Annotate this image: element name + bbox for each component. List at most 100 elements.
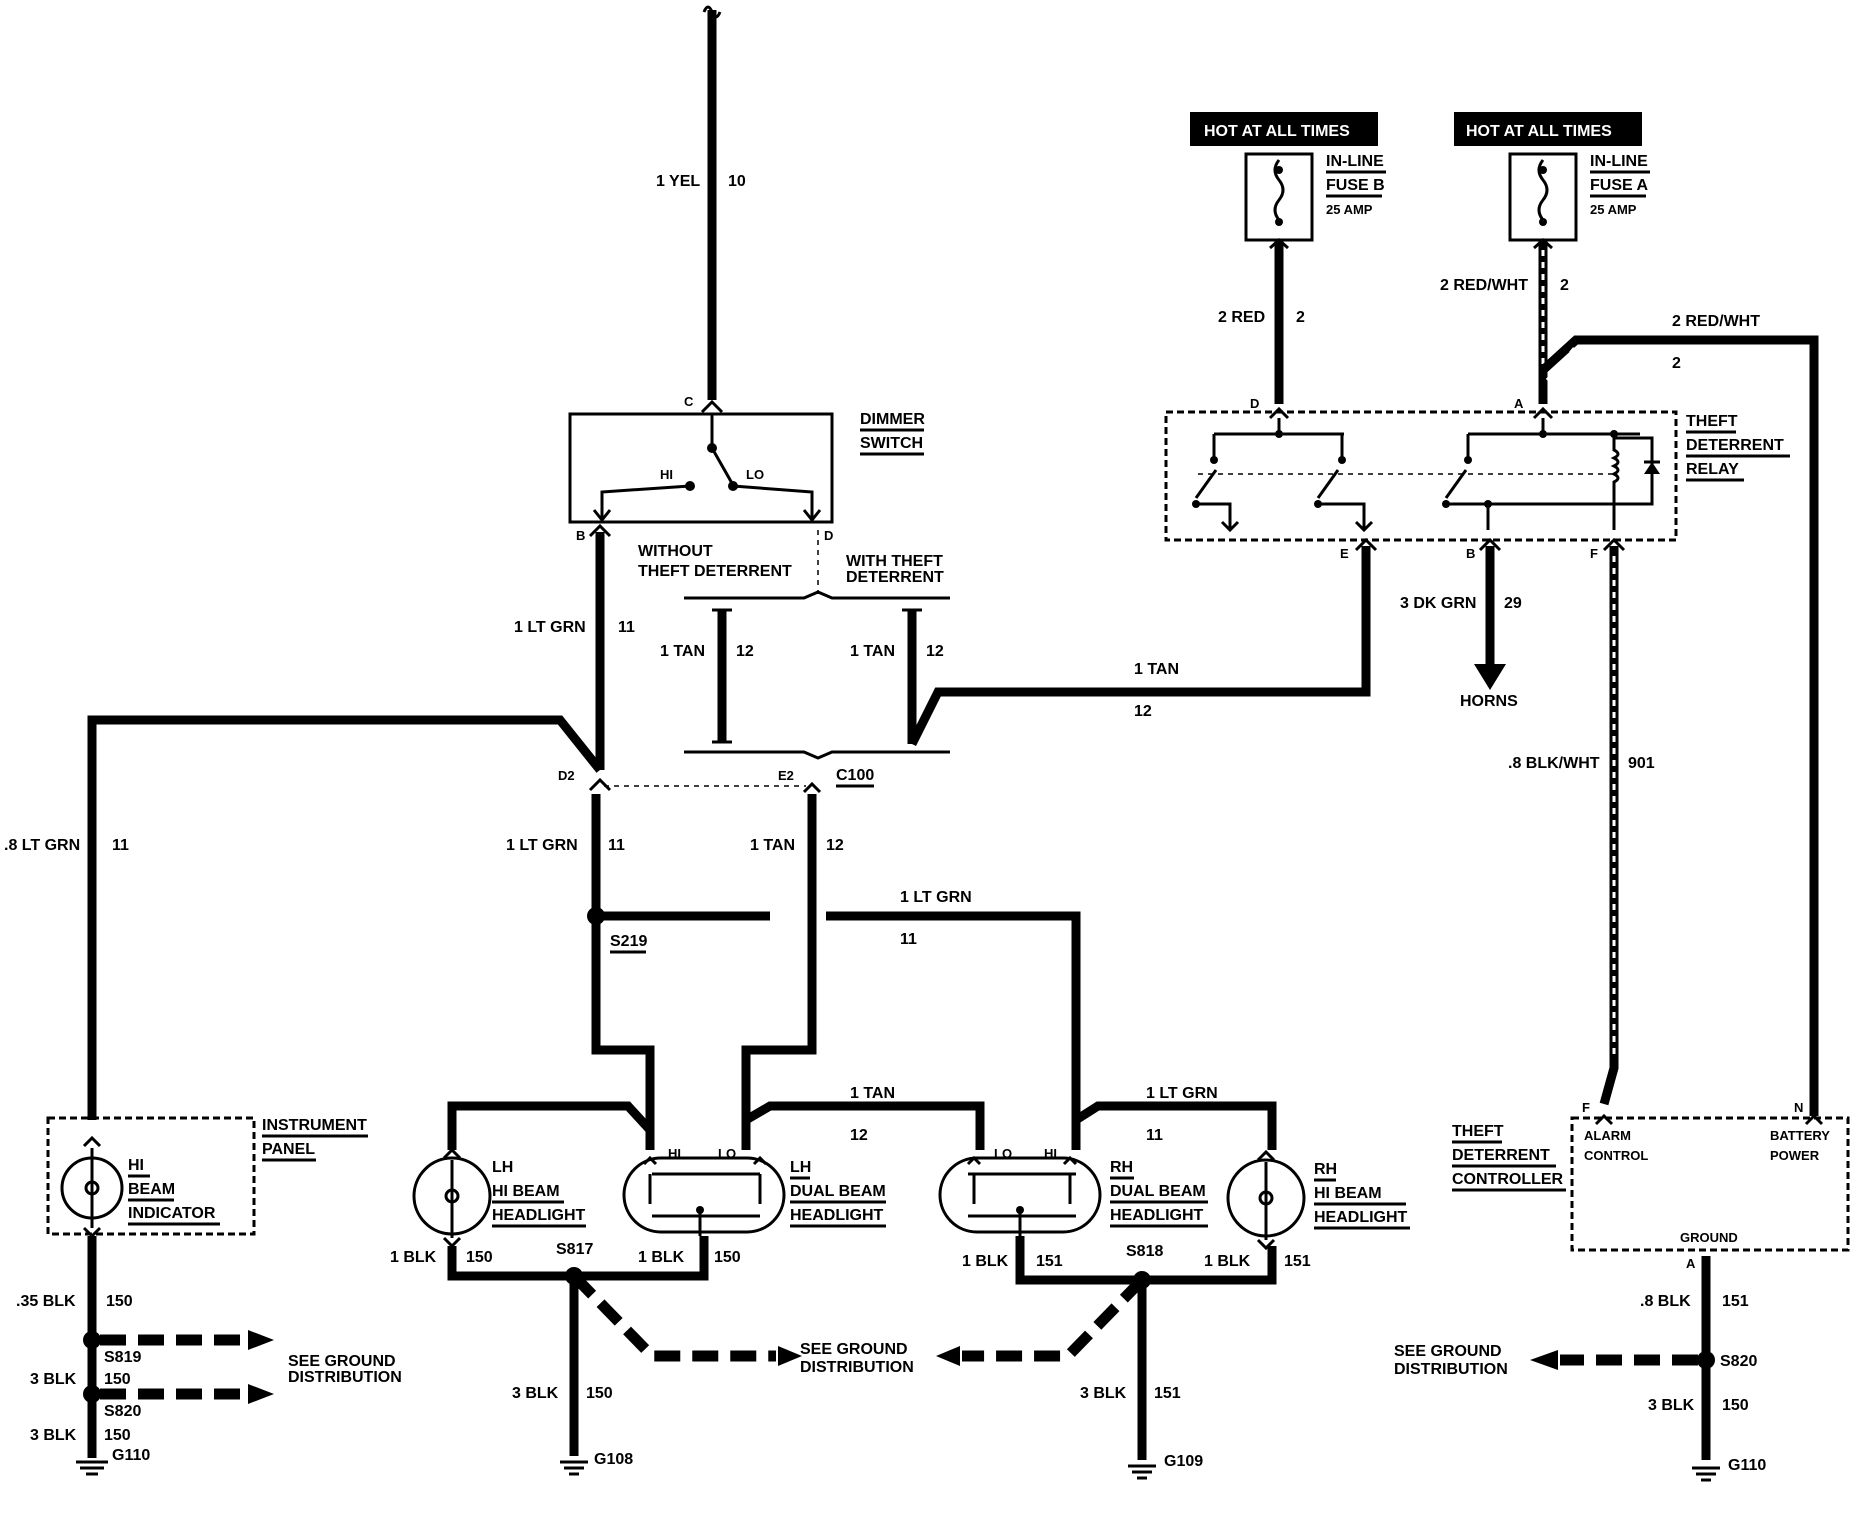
fuse-a-rating: 25 AMP — [1590, 202, 1637, 217]
tan-mid-wire: 1 TAN 12 — [741, 794, 844, 1150]
splice-s820-right: S820 — [1720, 1353, 1757, 1370]
c100-label: C100 — [836, 767, 874, 784]
lh-dual-beam-headlight: HI LO LH DUAL BEAM HEADLIGHT — [622, 1146, 886, 1236]
hot-label-b: HOT AT ALL TIMES — [1204, 123, 1350, 140]
wire-label-blk8-ctrl: .8 BLK — [1640, 1293, 1691, 1310]
wire-label-tan-l: 1 TAN — [660, 643, 705, 660]
see-ground-left-1: SEE GROUND — [288, 1353, 396, 1370]
fuse-b-circuit: HOT AT ALL TIMES IN-LINE FUSE B 25 AMP 2… — [1190, 112, 1386, 404]
alarm-label-2: CONTROL — [1584, 1148, 1648, 1163]
lh-hi-label-2: HI BEAM — [492, 1183, 560, 1200]
blkwht-alarm-wire: .8 BLK/WHT 901 — [1508, 546, 1655, 1106]
dimmer-lo-label: LO — [746, 467, 764, 482]
horns-circuit: 3 DK GRN 29 HORNS — [1400, 546, 1522, 710]
wire-circuit-tan-relay: 12 — [1134, 703, 1152, 720]
with-label-1: WITH THEFT — [846, 553, 943, 570]
wire-circuit-tan-l: 12 — [736, 643, 754, 660]
see-ground-left-2: DISTRIBUTION — [288, 1369, 402, 1386]
ip-label-2: PANEL — [262, 1141, 315, 1158]
ground-g109: G109 — [1164, 1453, 1203, 1470]
lh-hi-feed-wire — [447, 1101, 655, 1150]
splice-s818: S818 — [1126, 1243, 1163, 1260]
horns-label: HORNS — [1460, 693, 1518, 710]
fuse-a-name-1: IN-LINE — [1590, 153, 1648, 170]
splice-s820-left: S820 — [104, 1403, 141, 1420]
wire-label-tan-r: 1 TAN — [850, 643, 895, 660]
fuse-b-rating: 25 AMP — [1326, 202, 1373, 217]
lh-dual-lo-pin: LO — [718, 1146, 736, 1161]
indicator-label-2: BEAM — [128, 1181, 175, 1198]
dimmer-title-2: SWITCH — [860, 435, 923, 452]
theft-deterrent-relay: D A THEFT DETERRENT RELAY E B F — [1164, 396, 1790, 561]
wire-circuit-redwht-b: 2 — [1672, 355, 1681, 372]
wire-label-ltgrn-lower: 1 LT GRN — [1146, 1085, 1218, 1102]
relay-title-2: DETERRENT — [1686, 437, 1784, 454]
wire-circuit-blkwht: 901 — [1628, 755, 1655, 772]
lh-dual-label-3: HEADLIGHT — [790, 1207, 884, 1224]
ltgrn-mid-wire: 1 LT GRN 11 S219 — [506, 794, 655, 1150]
dimmer-hi-label: HI — [660, 467, 673, 482]
wire-circuit-blk3a: 150 — [104, 1371, 131, 1388]
splice-s219: S219 — [610, 933, 647, 950]
wire-circuit-blk35: 150 — [106, 1293, 133, 1310]
alarm-label-1: ALARM — [1584, 1128, 1631, 1143]
wire-circuit-blk1-rh-hi: 151 — [1284, 1253, 1311, 1270]
ground-g110-left: G110 — [112, 1447, 150, 1464]
controller-title-2: DETERRENT — [1452, 1147, 1550, 1164]
ltgrn-left-wire: .8 LT GRN 11 — [4, 715, 604, 1120]
wire-circuit-ltgrn-top: 11 — [618, 619, 635, 636]
rh-hi-label-2: HI BEAM — [1314, 1185, 1382, 1202]
relay-pin-d: D — [1250, 396, 1259, 411]
relay-title-3: RELAY — [1686, 461, 1739, 478]
indicator-label-3: INDICATOR — [128, 1205, 216, 1222]
pin-b: B — [576, 528, 585, 543]
wire-label-blk1-lh-hi: 1 BLK — [390, 1249, 437, 1266]
wire-circuit-yel: 10 — [728, 173, 746, 190]
relay-title-1: THEFT — [1686, 413, 1738, 430]
wire-circuit-blk1-lh-hi: 150 — [466, 1249, 493, 1266]
tan-jumper-left: 1 TAN 12 — [660, 608, 754, 744]
ground-g110-right: G110 — [1728, 1457, 1766, 1474]
controller-title-1: THEFT — [1452, 1123, 1504, 1140]
lh-dual-hi-pin: HI — [668, 1146, 681, 1161]
connector-c100: D2 E2 C100 — [558, 767, 874, 794]
indicator-label-1: HI — [128, 1157, 144, 1174]
wire-label-blk3-g108: 3 BLK — [512, 1385, 559, 1402]
wire-label-ltgrn-cross: 1 LT GRN — [900, 889, 972, 906]
lh-ground-circuit: 1 BLK 150 1 BLK 150 S817 3 BLK 150 G108 … — [390, 1236, 914, 1476]
wire-circuit-blk1-rh-dual: 151 — [1036, 1253, 1063, 1270]
controller-ground-circuit: A .8 BLK 151 S820 3 BLK 150 G110 SEE GRO… — [1394, 1256, 1766, 1482]
battery-label-2: POWER — [1770, 1148, 1820, 1163]
yel-feed-wire: 1 YEL 10 — [656, 5, 746, 400]
wire-circuit-blk3-g108: 150 — [586, 1385, 613, 1402]
wire-label-ltgrn-left: .8 LT GRN — [4, 837, 80, 854]
wire-label-blk3b: 3 BLK — [30, 1427, 77, 1444]
redwht-battery-wire: 2 RED/WHT 2 — [1538, 313, 1819, 1116]
wire-label-blk35: .35 BLK — [16, 1293, 76, 1310]
wire-circuit-tan-r: 12 — [926, 643, 944, 660]
ground-g108: G108 — [594, 1451, 633, 1468]
splice-s819: S819 — [104, 1349, 141, 1366]
fuse-b-name-1: IN-LINE — [1326, 153, 1384, 170]
ctrl-pin-a: A — [1686, 1256, 1696, 1271]
ltgrn-lower-wire: 1 LT GRN 11 — [1071, 1085, 1277, 1150]
wire-label-blk1-rh-hi: 1 BLK — [1204, 1253, 1251, 1270]
wire-label-blk3a: 3 BLK — [30, 1371, 77, 1388]
wire-label-blk1-rh-dual: 1 BLK — [962, 1253, 1009, 1270]
rh-hi-label-3: HEADLIGHT — [1314, 1209, 1408, 1226]
dimmer-title-1: DIMMER — [860, 411, 925, 428]
wire-label-ltgrn-top: 1 LT GRN — [514, 619, 586, 636]
rh-ground-circuit: 1 BLK 151 1 BLK 151 S818 3 BLK 151 G109 — [936, 1236, 1311, 1480]
wire-circuit-blk3-ctrl: 150 — [1722, 1397, 1749, 1414]
pin-d: D — [824, 528, 833, 543]
rh-dual-label-2: DUAL BEAM — [1110, 1183, 1206, 1200]
fuse-a-circuit: HOT AT ALL TIMES IN-LINE FUSE A 25 AMP 2… — [1440, 112, 1650, 404]
wire-label-tan-lower: 1 TAN — [850, 1085, 895, 1102]
wire-label-dkgrn: 3 DK GRN — [1400, 595, 1476, 612]
hot-label-a: HOT AT ALL TIMES — [1466, 123, 1612, 140]
tan-lower-wire: 1 TAN 12 — [741, 1085, 985, 1150]
lh-hi-label-1: LH — [492, 1159, 513, 1176]
theft-deterrent-controller: F N ALARM CONTROL BATTERY POWER GROUND T… — [1452, 1100, 1850, 1252]
wire-label-red: 2 RED — [1218, 309, 1265, 326]
